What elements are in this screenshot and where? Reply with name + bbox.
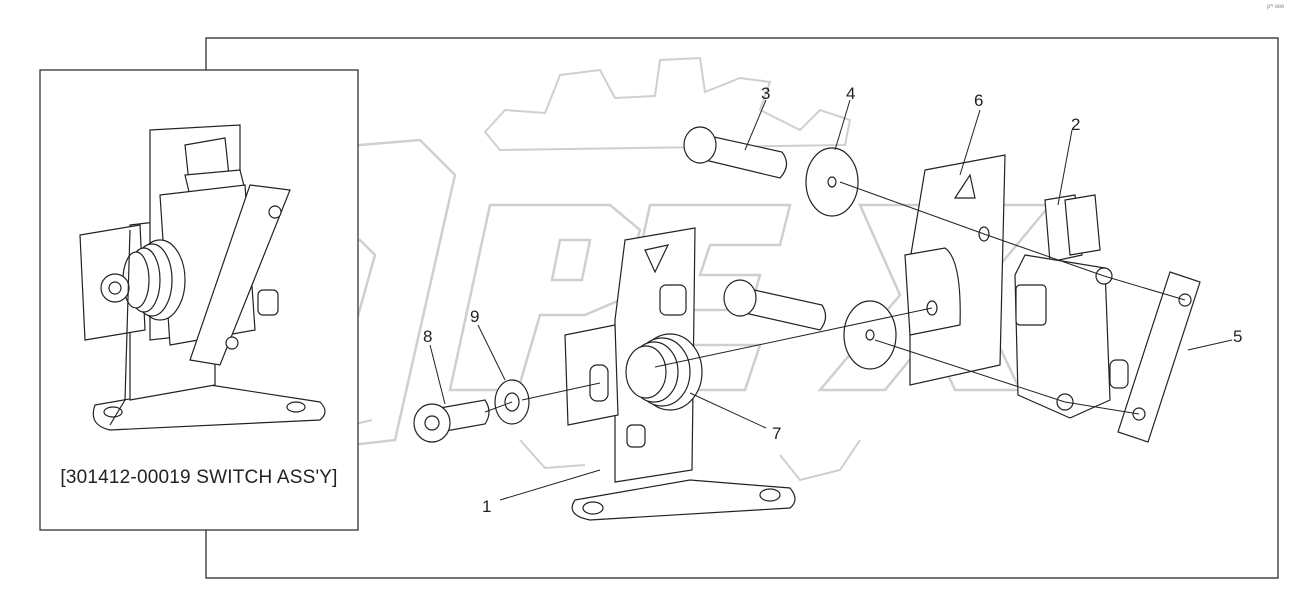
part-large-washer <box>805 147 897 370</box>
callout-3: 3 <box>761 84 770 103</box>
assembly-axis-lines <box>484 181 1186 415</box>
inset-assembly-label: [301412-00019 SWITCH ASS'Y] <box>60 467 338 488</box>
callout-labels: 1 2 3 4 5 6 7 8 9 <box>423 84 1242 516</box>
callout-2: 2 <box>1071 115 1080 134</box>
inset-assembled-switch <box>79 124 326 431</box>
part-bracket <box>564 227 796 521</box>
callout-8: 8 <box>423 327 432 346</box>
main-frame <box>205 37 1279 579</box>
callout-4: 4 <box>846 84 855 103</box>
callout-5: 5 <box>1233 327 1242 346</box>
callout-9: 9 <box>470 307 479 326</box>
callout-leaders <box>429 99 1233 501</box>
callout-6: 6 <box>974 91 983 110</box>
part-micro-switch <box>1014 194 1129 419</box>
part-long-pin-upper <box>683 126 788 179</box>
callout-7: 7 <box>772 424 781 443</box>
part-torsion-spring <box>625 333 703 411</box>
part-switch-clamp-plate <box>1117 271 1201 443</box>
corner-mark: ρʷ ɞɞɞ <box>1266 4 1284 10</box>
callout-1: 1 <box>482 497 491 516</box>
part-insulator-plate <box>904 154 1006 386</box>
part-screw <box>413 399 490 443</box>
part-long-pin-lower <box>723 279 827 331</box>
